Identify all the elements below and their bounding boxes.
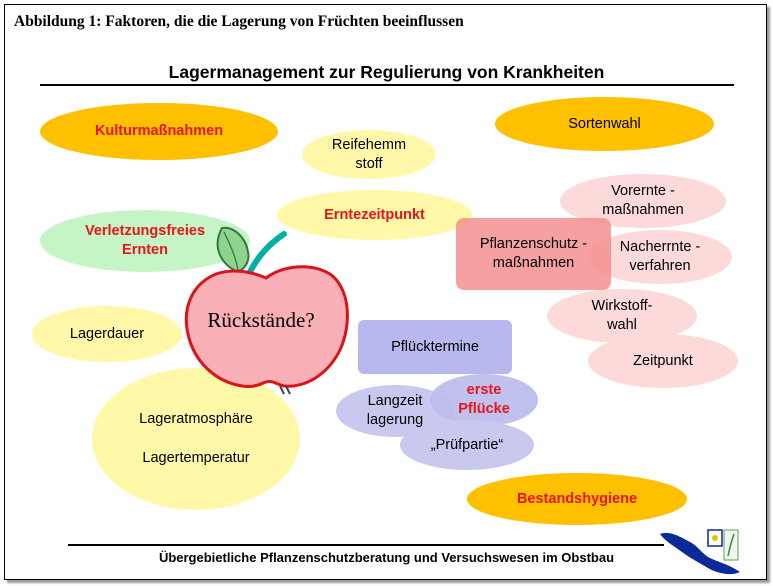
node-bestandshygiene-label: Bestandshygiene (516, 490, 638, 507)
title-underline (40, 84, 734, 86)
node-nachernte: Nacherrnte - verfahren (588, 230, 732, 284)
node-erste-pfluecke-line1: erste (466, 382, 502, 398)
node-pflanzenschutzmassnahmen: Pflanzenschutz - maßnahmen (456, 218, 611, 290)
node-pfluecktermine: Pflücktermine (358, 320, 512, 374)
node-zeitpunkt: Zeitpunkt (588, 334, 738, 388)
node-wirkstoffwahl-line1: Wirkstoff- (591, 298, 653, 314)
apple-icon (184, 226, 349, 395)
node-sortenwahl: Sortenwahl (495, 97, 714, 151)
node-pflanzenschutz-line1: Pflanzenschutz - (479, 236, 588, 252)
node-langzeitlagerung-line2: lagerung (366, 412, 424, 428)
node-erste-pfluecke-line2: Pflücke (458, 401, 510, 417)
node-pflanzenschutz-line2: maßnahmen (492, 255, 575, 271)
node-nachernte-line2: verfahren (629, 258, 691, 274)
node-vorernte-line2: maßnahmen (602, 202, 684, 218)
node-reifehemmstoff-line2: stoff (355, 155, 383, 172)
node-pruefpartie-label: „Prüfpartie“ (430, 436, 504, 453)
node-lagerbedingungen: Lageratmosphäre Lagertemperatur (92, 368, 300, 510)
node-lagerdauer-label: Lagerdauer (69, 325, 145, 342)
node-lagerdauer: Lagerdauer (32, 306, 182, 362)
node-erntezeitpunkt-label: Erntezeitpunkt (324, 206, 425, 223)
node-vorernte-line1: Vorernte - (611, 183, 675, 199)
node-pfluecktermine-label: Pflücktermine (391, 338, 479, 355)
node-reifehemmstoff-line1: Reifehemm (331, 136, 407, 153)
node-verletzungsfreies-line2: Ernten (122, 242, 168, 258)
node-lagertemperatur-label: Lagertemperatur (142, 450, 250, 466)
node-bestandshygiene: Bestandshygiene (467, 473, 687, 525)
node-langzeitlagerung-line1: Langzeit (367, 393, 423, 409)
node-reifehemmstoff: Reifehemm stoff (302, 130, 436, 179)
node-kulturmassnahmen: Kulturmaßnahmen (40, 103, 278, 160)
lake-logo-icon (660, 529, 740, 575)
node-wirkstoffwahl-line2: wahl (607, 317, 637, 333)
node-rueckstaende: Rückstände? (207, 308, 315, 332)
node-erntezeitpunkt: Erntezeitpunkt (277, 190, 472, 240)
footer-text: Übergebietliche Pflanzenschutzberatung u… (158, 550, 615, 565)
node-lageratmosphaere-label: Lageratmosphäre (139, 411, 253, 427)
node-sortenwahl-label: Sortenwahl (568, 115, 641, 132)
diagram-title: Lagermanagement zur Regulierung von Kran… (168, 62, 605, 82)
node-nachernte-line1: Nacherrnte - (619, 239, 701, 255)
node-kulturmassnahmen-label: Kulturmaßnahmen (94, 123, 224, 139)
footer-rule (68, 544, 664, 546)
node-verletzungsfreies-line1: Verletzungsfreies (84, 223, 206, 239)
figure-caption: Abbildung 1: Faktoren, die die Lagerung … (14, 13, 464, 30)
node-erste-pfluecke: erste Pflücke (430, 374, 538, 426)
node-zeitpunkt-label: Zeitpunkt (633, 352, 693, 369)
node-pruefpartie: „Prüfpartie“ (400, 420, 534, 470)
node-verletzungsfreies-ernten: Verletzungsfreies Ernten (40, 210, 250, 272)
